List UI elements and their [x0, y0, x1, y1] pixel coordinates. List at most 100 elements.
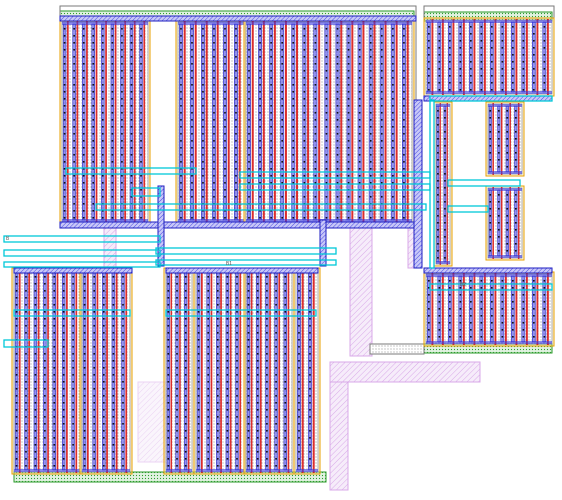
contact: [34, 451, 37, 453]
contact: [298, 381, 300, 383]
contact: [303, 175, 306, 177]
contact: [34, 374, 37, 376]
contact: [480, 294, 483, 296]
contact: [213, 42, 215, 44]
contact: [82, 182, 85, 184]
contact: [122, 325, 124, 327]
contact: [140, 168, 142, 170]
contact: [444, 243, 446, 245]
contact: [83, 290, 86, 292]
contact: [369, 63, 372, 65]
contact: [53, 353, 56, 355]
contact: [83, 458, 86, 460]
contact: [82, 140, 85, 142]
contact: [284, 437, 287, 439]
contact: [266, 409, 268, 411]
contact: [184, 332, 187, 334]
contact: [130, 35, 133, 37]
contact: [25, 395, 27, 397]
contact: [309, 367, 311, 369]
metal1-rail: [246, 219, 412, 222]
contact: [207, 451, 209, 453]
contact: [449, 336, 451, 338]
contact: [44, 381, 46, 383]
contact: [93, 367, 95, 369]
contact: [73, 126, 75, 128]
contact: [298, 458, 300, 460]
contact: [438, 75, 441, 77]
contact: [347, 217, 350, 219]
contact: [62, 451, 65, 453]
contact: [281, 182, 283, 184]
contact: [102, 196, 104, 198]
contact: [15, 409, 18, 411]
contact: [522, 26, 525, 28]
contact: [213, 217, 215, 219]
poly-gate: [546, 273, 549, 345]
contact: [130, 98, 133, 100]
contact: [284, 388, 287, 390]
contact: [298, 318, 300, 320]
contact: [72, 360, 74, 362]
contact: [226, 430, 229, 432]
contact: [358, 77, 361, 79]
contact: [92, 56, 95, 58]
contact: [292, 112, 295, 114]
contact: [83, 311, 86, 313]
contact: [512, 322, 514, 324]
contact: [140, 49, 142, 51]
contact: [489, 152, 492, 154]
contact: [122, 339, 124, 341]
contact: [63, 182, 66, 184]
contact: [256, 402, 259, 404]
contact: [53, 409, 56, 411]
contact: [102, 42, 104, 44]
contact: [403, 105, 405, 107]
contact: [72, 346, 74, 348]
contact: [347, 112, 350, 114]
contact: [226, 437, 229, 439]
contact: [15, 388, 18, 390]
contact: [259, 49, 261, 51]
contact: [122, 297, 124, 299]
contact: [428, 308, 430, 310]
contact: [512, 329, 514, 331]
contact: [62, 318, 65, 320]
contact: [497, 229, 500, 231]
contact: [130, 91, 133, 93]
contact: [275, 416, 277, 418]
contact: [459, 301, 462, 303]
contact: [236, 430, 238, 432]
contact: [15, 451, 18, 453]
contact: [83, 451, 86, 453]
contact: [298, 339, 300, 341]
contact: [216, 283, 219, 285]
contact: [298, 430, 300, 432]
contact: [506, 110, 509, 112]
contact: [25, 311, 27, 313]
contact: [275, 283, 277, 285]
contact: [259, 42, 261, 44]
contact: [130, 133, 133, 135]
contact: [236, 374, 238, 376]
contact: [298, 395, 300, 397]
contact: [259, 196, 261, 198]
metal1-strap: [423, 95, 553, 102]
contact: [216, 290, 219, 292]
contact: [202, 77, 204, 79]
contact: [248, 49, 250, 51]
contact: [506, 250, 509, 252]
contact: [380, 98, 383, 100]
contact: [121, 98, 123, 100]
contact: [256, 367, 259, 369]
contact: [93, 283, 95, 285]
contact: [83, 409, 86, 411]
contact: [167, 283, 170, 285]
poly-gate: [494, 19, 497, 95]
contact: [444, 257, 446, 259]
contact: [102, 126, 104, 128]
contact: [449, 68, 451, 70]
contact: [489, 229, 492, 231]
contact: [102, 430, 105, 432]
contact: [226, 458, 229, 460]
